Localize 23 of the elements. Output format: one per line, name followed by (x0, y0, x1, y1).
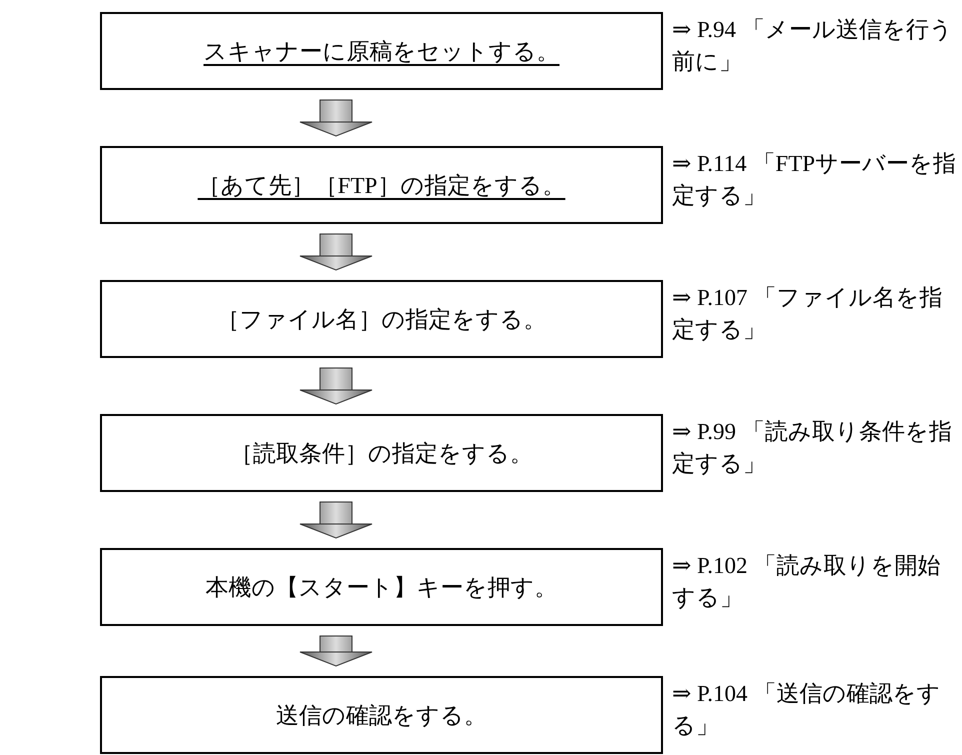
step-box (100, 676, 663, 754)
page-reference: ⇒ P.107 「ファイル名を指定する」 (672, 284, 944, 344)
page-reference: ⇒ P.114 「FTPサーバーを指定する」 (672, 150, 958, 210)
down-arrow (300, 636, 372, 667)
step-box (100, 548, 663, 626)
step-box (100, 12, 663, 90)
step-box (100, 414, 663, 492)
page-reference: ⇒ P.94 「メール送信を行う前に」 (672, 16, 954, 76)
step-text: ［ファイル名］の指定をする。 (216, 306, 546, 334)
page-reference: ⇒ P.104 「送信の確認をする」 (672, 680, 942, 740)
down-arrow (300, 502, 372, 539)
step-box (100, 280, 663, 358)
step-text: ［あて先］［FTP］の指定をする。 (198, 172, 566, 200)
step-text: スキャナーに原稿をセットする。 (204, 38, 560, 66)
step-box (100, 146, 663, 224)
down-arrow (300, 100, 372, 137)
down-arrow (300, 234, 372, 271)
page-reference: ⇒ P.102 「読み取りを開始する」 (672, 552, 942, 612)
step-text: 本機の【スタート】キーを押す。 (206, 574, 558, 602)
down-arrow (300, 368, 372, 405)
step-text: 送信の確認をする。 (276, 702, 487, 730)
page-reference: ⇒ P.99 「読み取り条件を指定する」 (672, 418, 953, 478)
step-text: ［読取条件］の指定をする。 (230, 440, 533, 468)
